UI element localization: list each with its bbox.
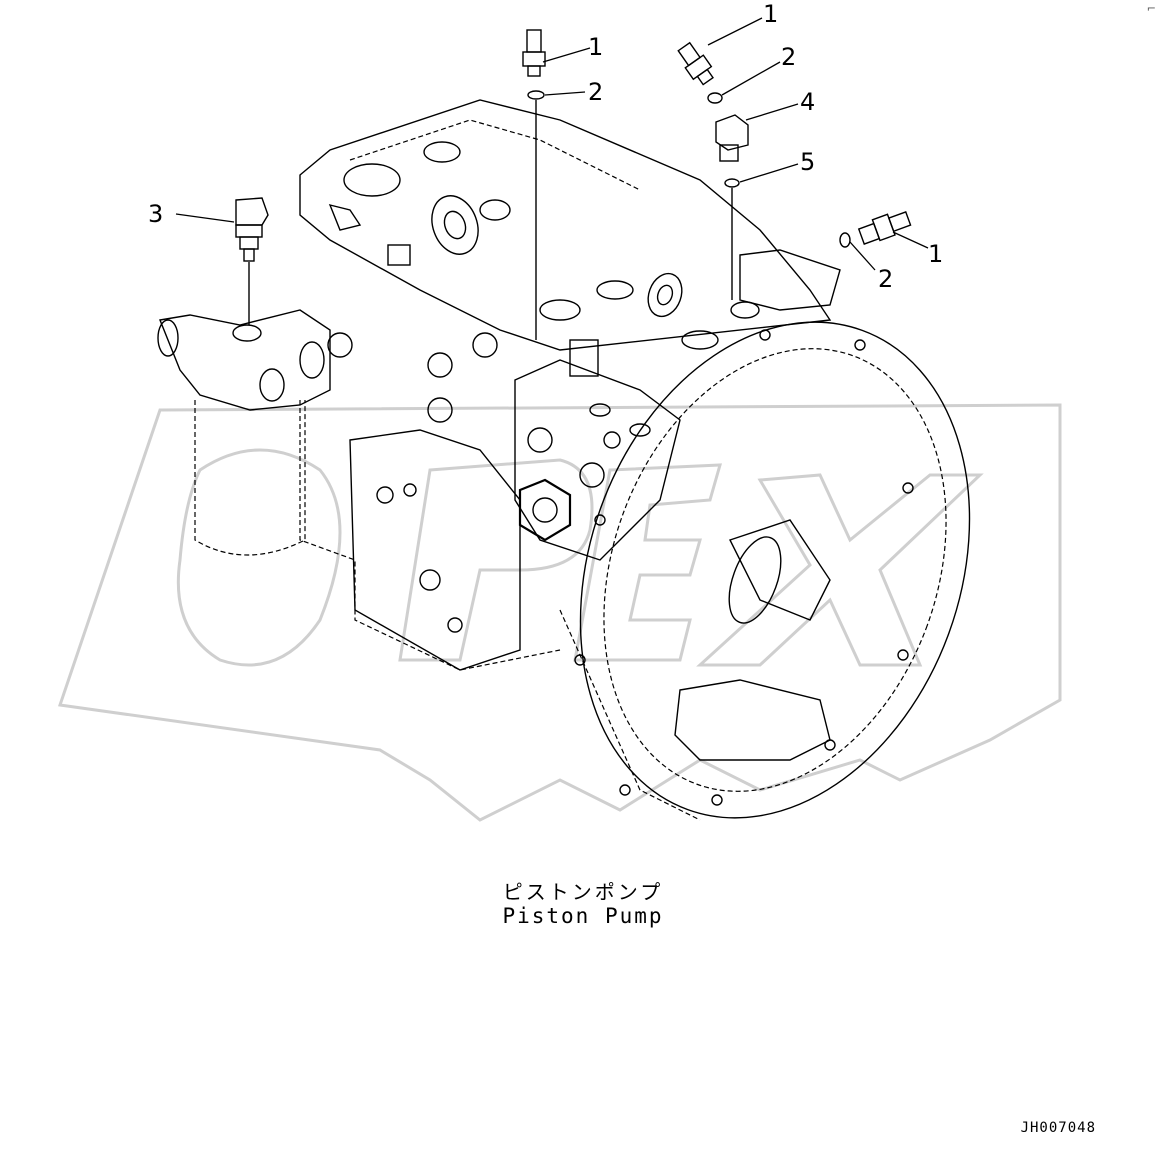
piston-pump-drawing — [157, 99, 971, 821]
corner-mark-icon: ⌐ — [1146, 2, 1156, 15]
callout-1-top-right: 1 — [763, 0, 778, 28]
callout-2-top-center: 2 — [588, 78, 603, 106]
watermark-logo — [57, 403, 1062, 822]
callout-2-top-right: 2 — [781, 43, 796, 71]
callout-1-top-center: 1 — [588, 33, 603, 61]
caption-japanese: ピストンポンプ — [502, 880, 664, 904]
part-2-top-right — [707, 92, 723, 104]
part-1-top-right — [677, 41, 714, 86]
part-5-seal — [724, 178, 740, 188]
part-2-right — [839, 232, 851, 248]
part-3-sensor-left — [235, 197, 269, 262]
drawing-id: JH007048 — [1020, 1120, 1096, 1136]
caption-english: Piston Pump — [502, 904, 664, 928]
callout-5: 5 — [800, 148, 815, 176]
callout-1-right: 1 — [928, 240, 943, 268]
callout-3: 3 — [148, 200, 163, 228]
callout-2-right: 2 — [878, 265, 893, 293]
part-2-top-center — [527, 90, 545, 100]
part-1-top-center — [522, 29, 546, 77]
part-1-right — [857, 211, 912, 245]
part-4-elbow-fitting — [715, 114, 749, 162]
part-label-box — [739, 249, 841, 311]
leader-lines — [175, 17, 929, 271]
callout-4: 4 — [800, 88, 815, 116]
